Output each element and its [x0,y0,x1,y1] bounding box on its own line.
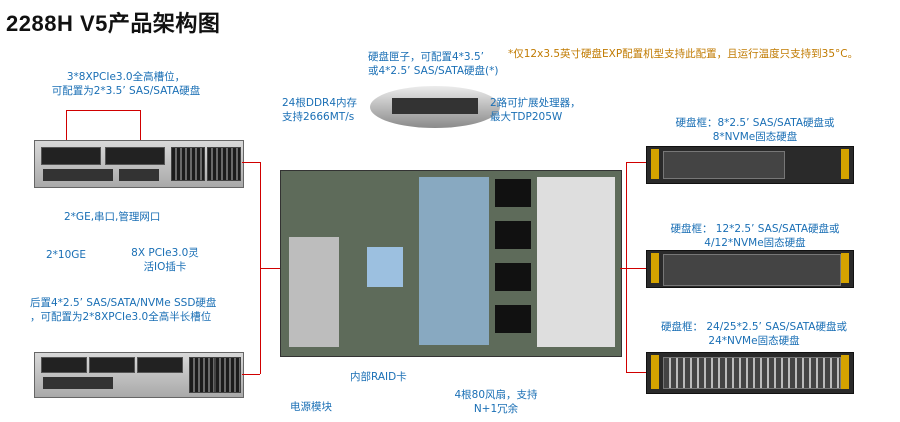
label-front-8-line1: 硬盘框：8*2.5’ SAS/SATA硬盘或 [675,117,835,129]
label-front-12-line1: 硬盘框： 12*2.5’ SAS/SATA硬盘或 [670,223,840,235]
connector-line [66,110,140,111]
label-cpu-line1: 2路可扩展处理器， [490,97,581,109]
label-front-8: 硬盘框：8*2.5’ SAS/SATA硬盘或 8*NVMe固态硬盘 [650,116,860,144]
label-front-25-line1: 硬盘框： 24/25*2.5’ SAS/SATA硬盘或 [661,321,847,333]
front-panel-25-image [646,352,854,394]
label-drive-box: 硬盘匣子，可配置4*3.5’ 或4*2.5’ SAS/SATA硬盘(*) [368,50,499,78]
label-rear-ssd: 后置4*2.5’ SAS/SATA/NVMe SSD硬盘 ，可配置为2*8XPC… [30,296,216,324]
label-front-25: 硬盘框： 24/25*2.5’ SAS/SATA硬盘或 24*NVMe固态硬盘 [644,320,864,348]
rear-server-image [34,140,244,188]
rear-server-image-2 [34,352,244,398]
label-flex-io-line1: 8X PCIe3.0灵 [131,247,199,259]
label-fans: 4根80风扇，支持 N+1冗余 [440,388,552,416]
page-title: 2288H V5产品架构图 [6,11,221,36]
connector-line [66,110,67,140]
label-ge: 2*GE,串口,管理网口 [64,211,161,223]
label-pcie-rear: 3*8XPCIe3.0全高槽位， 可配置为2*3.5’ SAS/SATA硬盘 [36,70,216,98]
label-drive-box-line2: 或4*2.5’ SAS/SATA硬盘(*) [368,65,499,77]
label-front-12: 硬盘框： 12*2.5’ SAS/SATA硬盘或 4/12*NVMe固态硬盘 [650,222,860,250]
label-pcie-rear-line1: 3*8XPCIe3.0全高槽位， [66,71,186,83]
label-ddr4-line1: 24根DDR4内存 [282,97,358,109]
label-ddr4: 24根DDR4内存 支持2666MT/s [282,96,357,124]
label-pcie-rear-line2: 可配置为2*3.5’ SAS/SATA硬盘 [51,85,201,97]
label-front-12-line2: 4/12*NVMe固态硬盘 [704,237,806,249]
label-drive-box-line1: 硬盘匣子，可配置4*3.5’ [368,51,484,63]
connector-line [626,372,646,373]
label-raid: 内部RAID卡 [350,371,407,383]
label-10ge: 2*10GE [46,249,87,261]
label-fans-line1: 4根80风扇，支持 [454,389,538,401]
front-panel-8-image [646,146,854,184]
connector-line [626,162,646,163]
connector-line [260,268,280,269]
connector-line [626,162,627,372]
drive-box-image [370,86,500,128]
label-cpu-line2: 最大TDP205W [490,111,563,123]
label-ddr4-line2: 支持2666MT/s [282,111,355,123]
label-fans-line2: N+1冗余 [473,403,519,415]
footnote: *仅12x3.5英寸硬盘EXP配置机型支持此配置，且运行温度只支持到35°C。 [508,48,859,60]
label-rear-ssd-line1: 后置4*2.5’ SAS/SATA/NVMe SSD硬盘 [30,297,217,309]
server-top-view-image [280,170,622,357]
label-rear-ssd-line2: ，可配置为2*8XPCIe3.0全高半长槽位 [30,311,212,323]
connector-line [140,110,141,140]
label-flex-io: 8X PCIe3.0灵 活IO插卡 [120,246,210,274]
label-cpu: 2路可扩展处理器， 最大TDP205W [490,96,581,124]
front-panel-12-image [646,250,854,288]
label-flex-io-line2: 活IO插卡 [143,261,187,273]
connector-line [242,162,260,163]
connector-line [242,374,260,375]
label-psu: 电源模块 [290,401,332,413]
label-front-8-line2: 8*NVMe固态硬盘 [712,131,798,143]
label-front-25-line2: 24*NVMe固态硬盘 [708,335,800,347]
connector-line [620,268,646,269]
